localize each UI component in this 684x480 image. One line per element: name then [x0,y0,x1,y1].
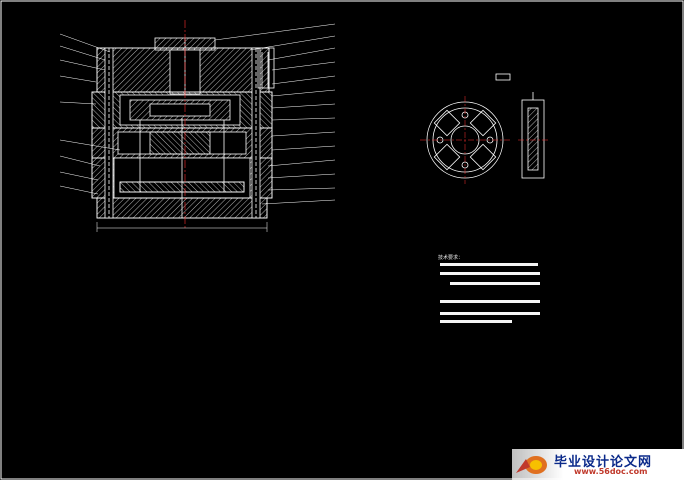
technical-notes-title: 技术要求： [438,255,464,261]
mold-section-view [91,20,275,232]
watermark-logo-icon [516,456,547,474]
watermark-url: www.56doc.com [574,467,648,476]
watermark-site-name: 毕业设计论文网 [554,455,653,470]
notes-line-2 [440,272,540,275]
part-detail-view [420,92,550,184]
part-balloons [59,23,336,205]
notes-line-6 [440,320,512,323]
notes-line-4 [440,300,540,303]
detail-marker [495,73,511,81]
site-watermark: 毕业设计论文网 www.56doc.com [512,449,684,480]
notes-line-3 [450,282,540,285]
notes-line-5 [440,312,540,315]
notes-line-1 [440,263,538,266]
